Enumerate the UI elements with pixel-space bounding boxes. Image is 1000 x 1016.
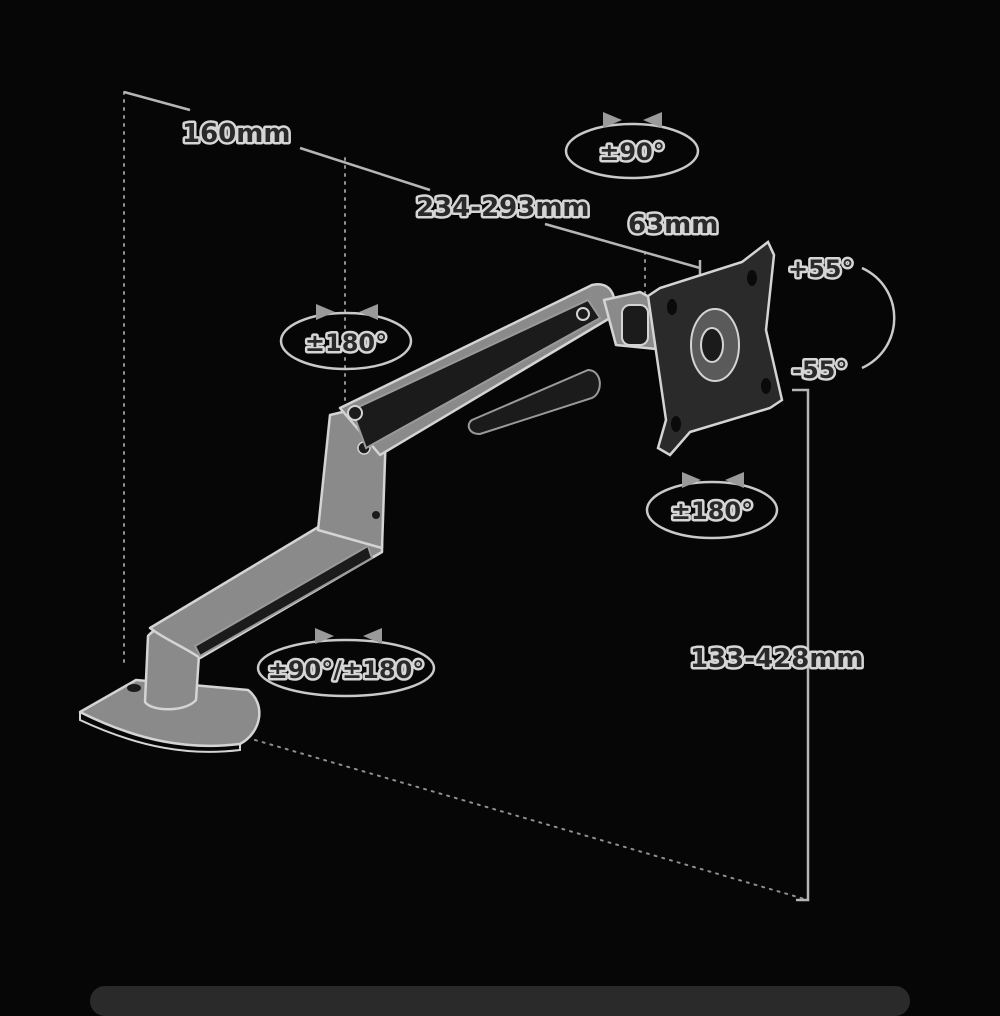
lower-arm [148,518,384,660]
tilt-down-label: -55° [792,356,847,384]
elbow-rotation-label: ±180° [305,329,387,357]
vesa-hole-1 [667,299,677,315]
height-dimension-line [792,388,810,902]
upper-arm-pin-front [576,307,590,321]
reach-dimension-line-a [299,146,431,192]
floor-guide [254,739,809,901]
base-rotation-indicator [256,628,436,698]
head-rotation-indicator [564,112,700,180]
vesa-hole-3 [761,378,771,394]
arm-reach-label: 234-293mm [416,193,590,223]
tilt-up-label: +55° [788,255,854,283]
panel-rotation-indicator [645,472,779,540]
base-offset-label: 160mm [182,119,290,149]
lower-arm-channel [193,544,374,658]
vesa-hole-2 [747,270,757,286]
vesa-offset-label: 63mm [628,210,718,240]
base-offset-dimension-line [123,90,191,112]
tilt-knuckle [621,304,649,346]
reach-dimension-line-b [544,222,701,270]
elbow-screw [372,511,380,519]
base-rotation-label: ±90°/±180° [268,656,424,684]
upper-arm-cover [350,298,602,450]
vesa-center-hole [700,327,724,363]
panel-rotation-label: ±180° [671,497,753,525]
base-screw-hole [127,684,141,692]
upper-arm-pin-rear [347,405,363,421]
elbow-rotation-indicator [279,304,413,371]
head-rotation-label: ±90° [599,138,665,166]
height-range-label: 133-428mm [690,644,864,674]
bottom-panel-edge [90,986,910,1016]
vesa-hole-4 [671,416,681,432]
gas-spring-cylinder [467,368,601,436]
tilt-range-bracket [861,266,896,370]
